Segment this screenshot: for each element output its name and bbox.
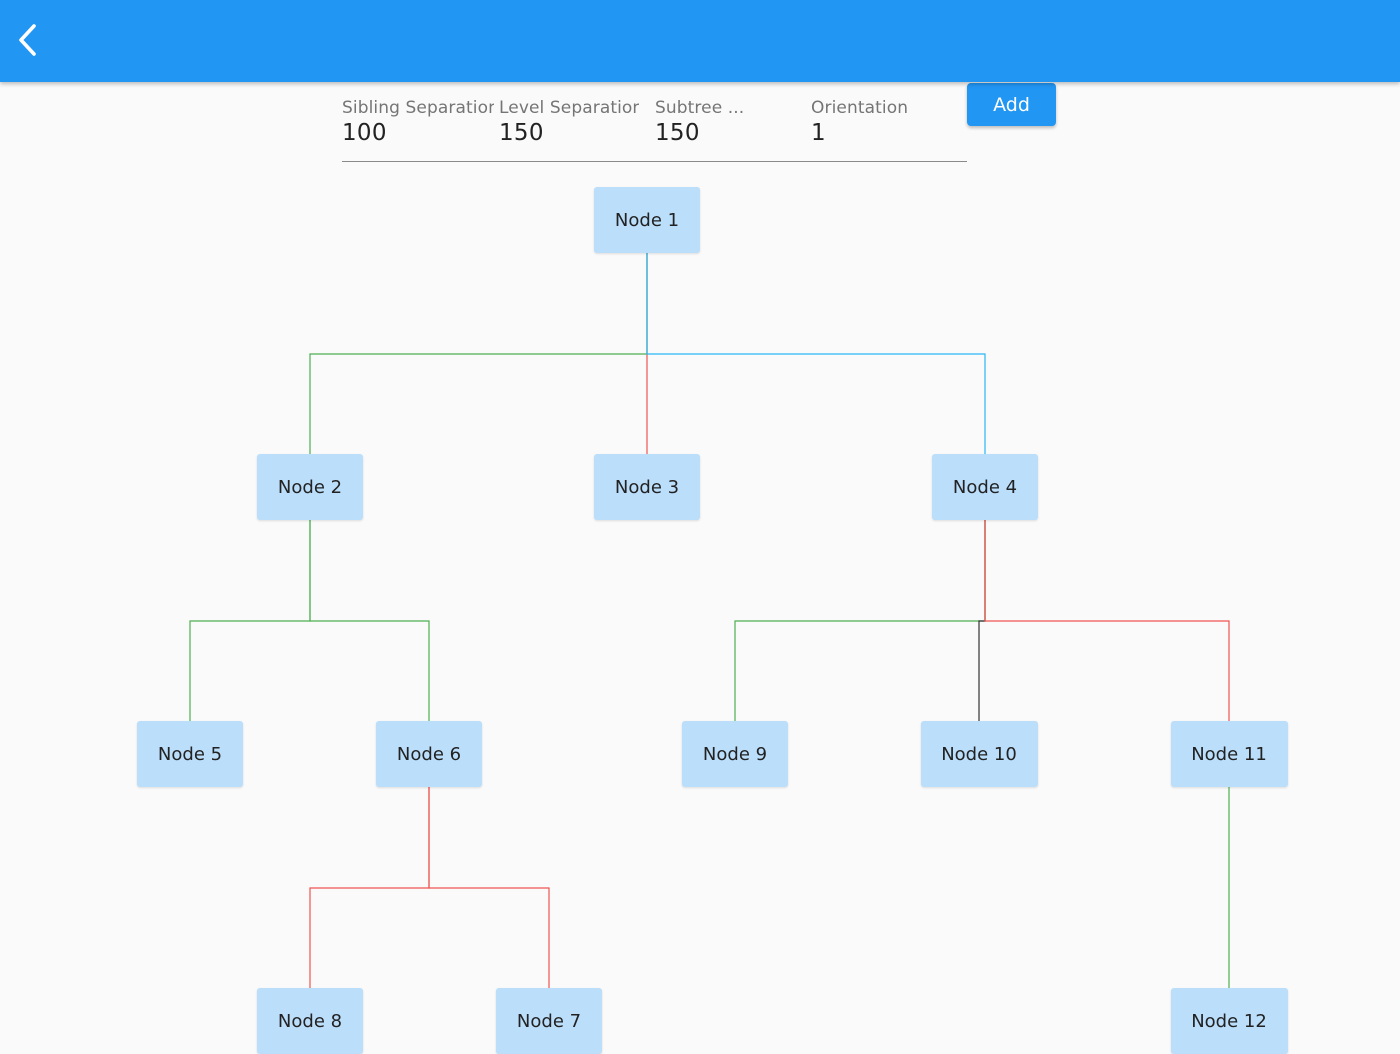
subtree-separation-label: Subtree ... (655, 98, 745, 118)
graph-node[interactable]: Node 1 (594, 187, 700, 253)
arrow-back-icon (19, 24, 36, 56)
graph-edge (189, 520, 311, 721)
input-underline (342, 161, 967, 162)
graph-node[interactable]: Node 11 (1170, 721, 1288, 787)
level-separation-label: Level Separation (499, 98, 639, 118)
graph-edge (984, 520, 1230, 721)
graph-edge (646, 253, 986, 454)
graph-node[interactable]: Node 7 (496, 988, 602, 1054)
graph-node[interactable]: Node 5 (137, 721, 243, 787)
graph-node[interactable]: Node 12 (1170, 988, 1288, 1054)
sibling-separation-value[interactable]: 100 (342, 120, 387, 146)
graph-edge (428, 787, 550, 988)
orientation-label: Orientation (811, 98, 909, 118)
orientation-value[interactable]: 1 (811, 120, 826, 146)
back-button[interactable] (4, 16, 52, 64)
subtree-separation-field[interactable]: Subtree ... 150 (655, 98, 795, 146)
orientation-field[interactable]: Orientation 1 (811, 98, 961, 146)
graph-node[interactable]: Node 8 (257, 988, 363, 1054)
graph-edge (734, 520, 986, 721)
graph-node[interactable]: Node 10 (920, 721, 1038, 787)
graph-node[interactable]: Node 3 (594, 454, 700, 520)
sibling-separation-field[interactable]: Sibling Separation 100 (342, 98, 494, 146)
graph-node[interactable]: Node 2 (257, 454, 363, 520)
graph-node[interactable]: Node 4 (932, 454, 1038, 520)
subtree-separation-value[interactable]: 150 (655, 120, 700, 146)
graph-node[interactable]: Node 6 (376, 721, 482, 787)
graph-node[interactable]: Node 9 (682, 721, 788, 787)
graph-edge (309, 520, 430, 721)
level-separation-field[interactable]: Level Separation 150 (499, 98, 639, 146)
sibling-separation-label: Sibling Separation (342, 98, 494, 118)
graph-edge (309, 253, 648, 454)
add-button[interactable]: Add (967, 83, 1056, 126)
graph-edge (309, 787, 430, 988)
app-bar (0, 0, 1400, 82)
graph-edge (978, 520, 986, 721)
level-separation-value[interactable]: 150 (499, 120, 544, 146)
